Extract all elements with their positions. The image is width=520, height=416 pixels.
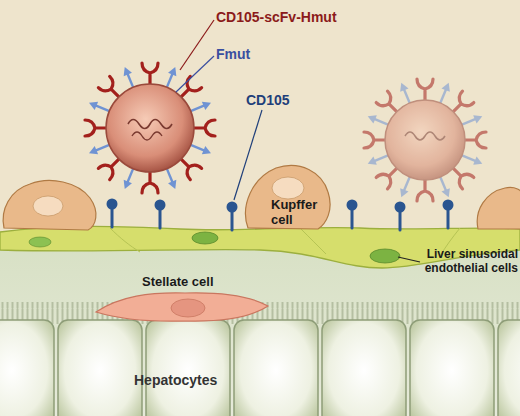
cell-label: Stellate cell (142, 275, 272, 290)
protein-label: Fmut (216, 46, 296, 62)
cell-label: Kupffer cell (271, 198, 331, 228)
receptor-label: CD105 (246, 92, 326, 108)
tissue-label: Hepatocytes (134, 372, 274, 388)
antibody-label: CD105-scFv-Hmut (216, 9, 416, 25)
cell-label: Liver sinusoidal endothelial cells (420, 248, 518, 276)
